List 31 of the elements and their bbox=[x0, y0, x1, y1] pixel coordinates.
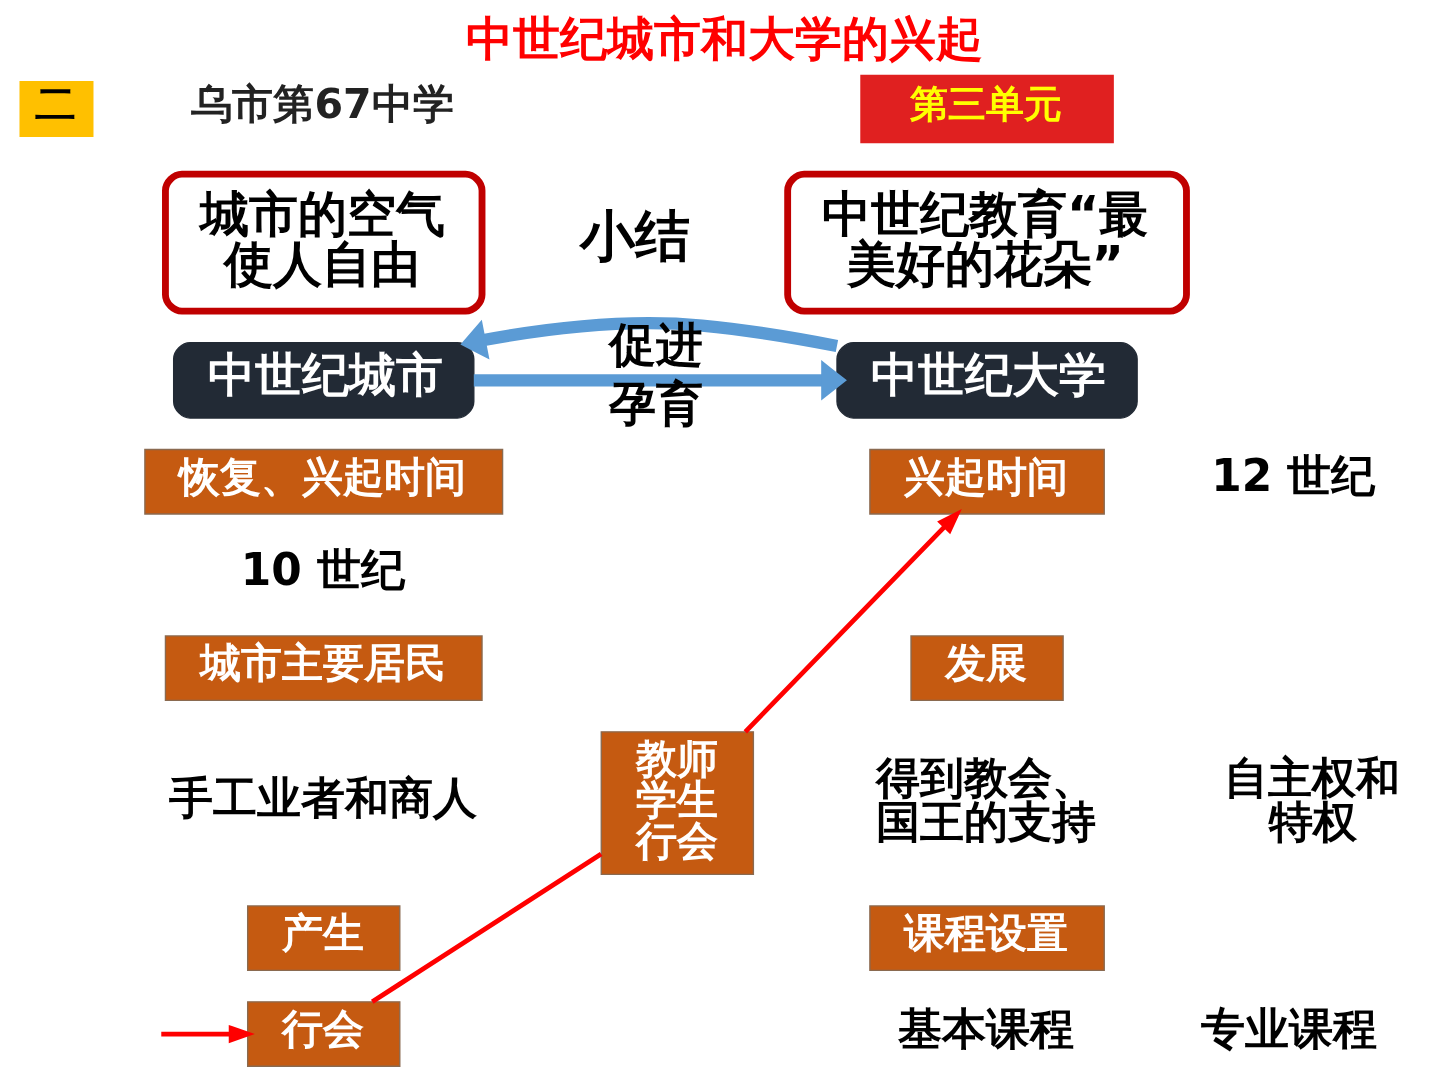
arrow bbox=[473, 360, 847, 401]
node-box: 中世纪大学 bbox=[835, 341, 1138, 419]
node-label: 手工业者和商人 bbox=[168, 771, 477, 823]
node-label: 自主权和特权 bbox=[1223, 752, 1400, 847]
node-box: 产生 bbox=[246, 905, 400, 972]
node-box: 中世纪教育“最美好的花朵” bbox=[783, 170, 1190, 315]
connector bbox=[370, 851, 602, 1004]
node-box: 课程设置 bbox=[868, 905, 1105, 972]
node-box: 第三单元 bbox=[859, 74, 1114, 144]
edge-label: 促进 bbox=[608, 318, 703, 373]
label: 乌市第67中学 bbox=[190, 79, 454, 128]
arrow bbox=[743, 509, 962, 734]
node-box: 城市主要居民 bbox=[164, 635, 483, 702]
arrow bbox=[160, 1024, 255, 1044]
node-box: 行会 bbox=[246, 1001, 400, 1067]
node-label: 基本课程 bbox=[897, 1002, 1074, 1054]
arrow bbox=[459, 317, 838, 360]
node-box: 中世纪城市 bbox=[172, 341, 474, 419]
node-box: 教师学生行会 bbox=[600, 731, 754, 876]
edge-label: 孕育 bbox=[608, 377, 703, 432]
node-box: 城市的空气使人自由 bbox=[161, 170, 485, 315]
node-label: 12 世纪 bbox=[1210, 450, 1375, 502]
node-label: 得到教会、国王的支持 bbox=[875, 752, 1096, 847]
node-label: 专业课程 bbox=[1200, 1002, 1377, 1054]
node-box: 发展 bbox=[909, 635, 1064, 702]
label: 小结 bbox=[579, 203, 690, 268]
node-box: 恢复、兴起时间 bbox=[143, 448, 503, 515]
label: 二 bbox=[34, 79, 76, 128]
node-box: 兴起时间 bbox=[868, 448, 1105, 515]
node-label: 10 世纪 bbox=[240, 543, 405, 595]
diagram-title: 中世纪城市和大学的兴起 bbox=[465, 12, 983, 67]
